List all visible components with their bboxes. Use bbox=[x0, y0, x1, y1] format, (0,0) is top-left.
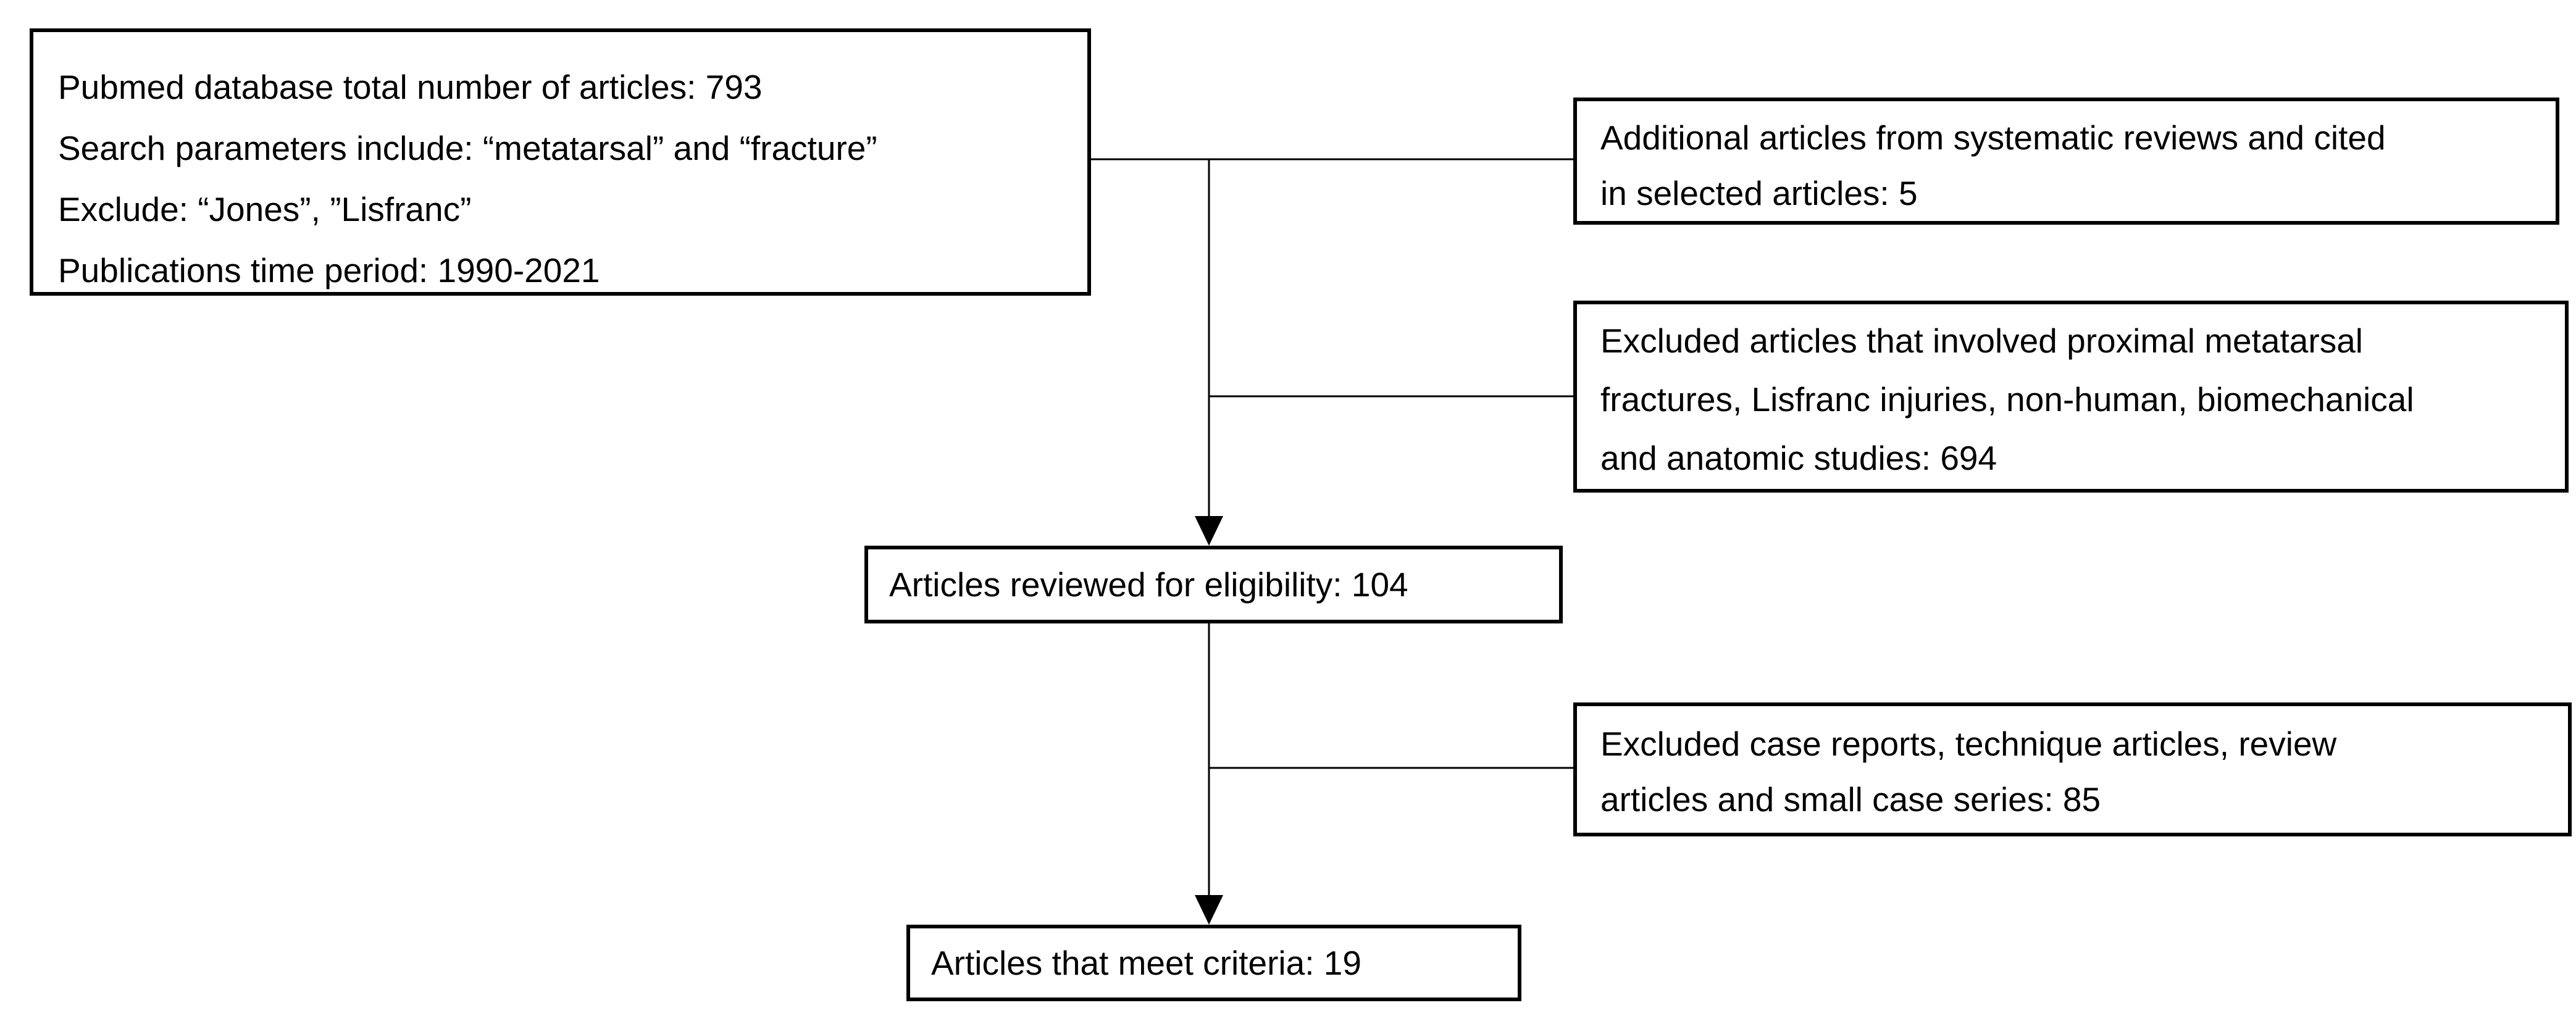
box-excluded-proximal: Excluded articles that involved proximal… bbox=[1573, 301, 2569, 493]
excluded-proximal-text-line1: Excluded articles that involved proximal… bbox=[1600, 322, 2364, 360]
down-arrowhead-criteria-icon bbox=[1195, 895, 1223, 925]
down-arrowhead-reviewed-icon bbox=[1195, 516, 1223, 546]
excluded-reports-text-line2: articles and small case series: 85 bbox=[1600, 780, 2101, 819]
excluded-proximal-text-line3: and anatomic studies: 694 bbox=[1600, 439, 1997, 477]
box-pubmed-search: Pubmed database total number of articles… bbox=[30, 28, 1091, 296]
additional-articles-text-line1: Additional articles from systematic revi… bbox=[1600, 119, 2386, 157]
exclude-terms-text: Exclude: “Jones”, ”Lisfranc” bbox=[58, 190, 472, 228]
box-reviewed-eligibility: Articles reviewed for eligibility: 104 bbox=[864, 546, 1563, 623]
additional-articles-text-line2: in selected articles: 5 bbox=[1600, 174, 1918, 212]
search-parameters-text: Search parameters include: “metatarsal” … bbox=[58, 129, 877, 167]
publication-period-text: Publications time period: 1990-2021 bbox=[58, 251, 600, 290]
box-additional-articles: Additional articles from systematic revi… bbox=[1573, 98, 2559, 225]
pubmed-total-articles-text: Pubmed database total number of articles… bbox=[58, 68, 763, 106]
excluded-proximal-text-line2: fractures, Lisfranc injuries, non-human,… bbox=[1600, 380, 2414, 419]
box-excluded-case-reports: Excluded case reports, technique article… bbox=[1573, 702, 2572, 836]
meet-criteria-text: Articles that meet criteria: 19 bbox=[931, 943, 1361, 982]
reviewed-eligibility-text: Articles reviewed for eligibility: 104 bbox=[889, 565, 1408, 604]
box-meet-criteria: Articles that meet criteria: 19 bbox=[906, 925, 1521, 1001]
excluded-reports-text-line1: Excluded case reports, technique article… bbox=[1600, 725, 2337, 763]
